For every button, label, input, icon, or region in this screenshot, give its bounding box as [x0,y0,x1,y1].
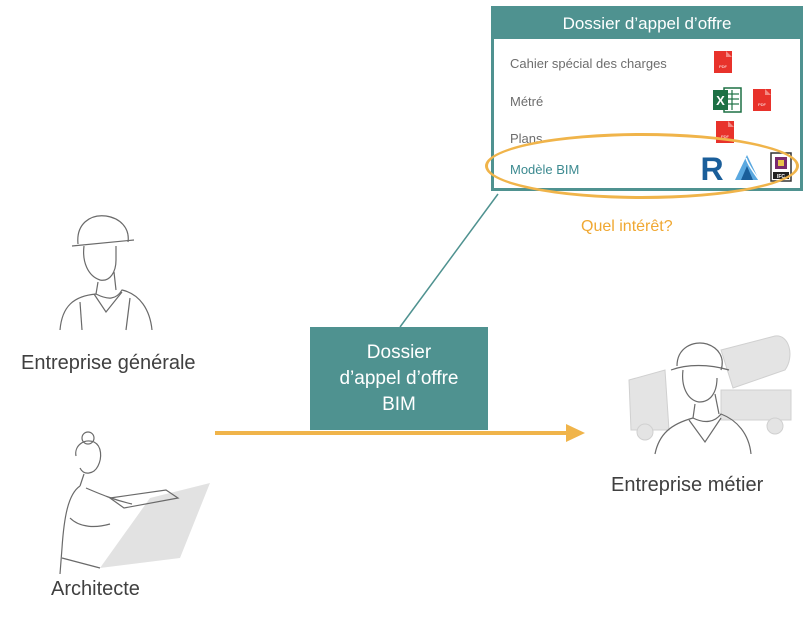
architect-illustration [59,431,210,575]
bim-box-line1: Dossier [366,341,432,363]
pdf-icon: PDF [714,51,732,73]
general-contractor-illustration [59,215,153,331]
row-metre: Métré [510,94,544,109]
question-label: Quel intérêt? [581,218,673,235]
label-entreprise-metier: Entreprise métier [611,474,764,496]
bim-box-line3: BIM [382,393,416,415]
dossier-panel: Dossier d’appel d’offre Cahier spécial d… [491,6,803,191]
bim-tender-box: Dossier d’appel d’offre BIM [310,327,488,430]
trade-contractor-illustration [628,335,792,455]
row-cahier: Cahier spécial des charges [510,56,667,71]
label-entreprise-generale: Entreprise générale [21,352,196,374]
svg-text:X: X [716,93,725,108]
bim-box-line2: d’appel d’offre [339,367,459,389]
connector-line [399,193,499,328]
panel-title: Dossier d’appel d’offre [494,9,800,39]
highlight-ellipse [485,133,799,199]
label-architecte: Architecte [51,578,140,600]
pdf-icon: PDF [753,89,771,111]
flow-arrow-head [566,424,585,442]
excel-icon: X [713,87,742,113]
